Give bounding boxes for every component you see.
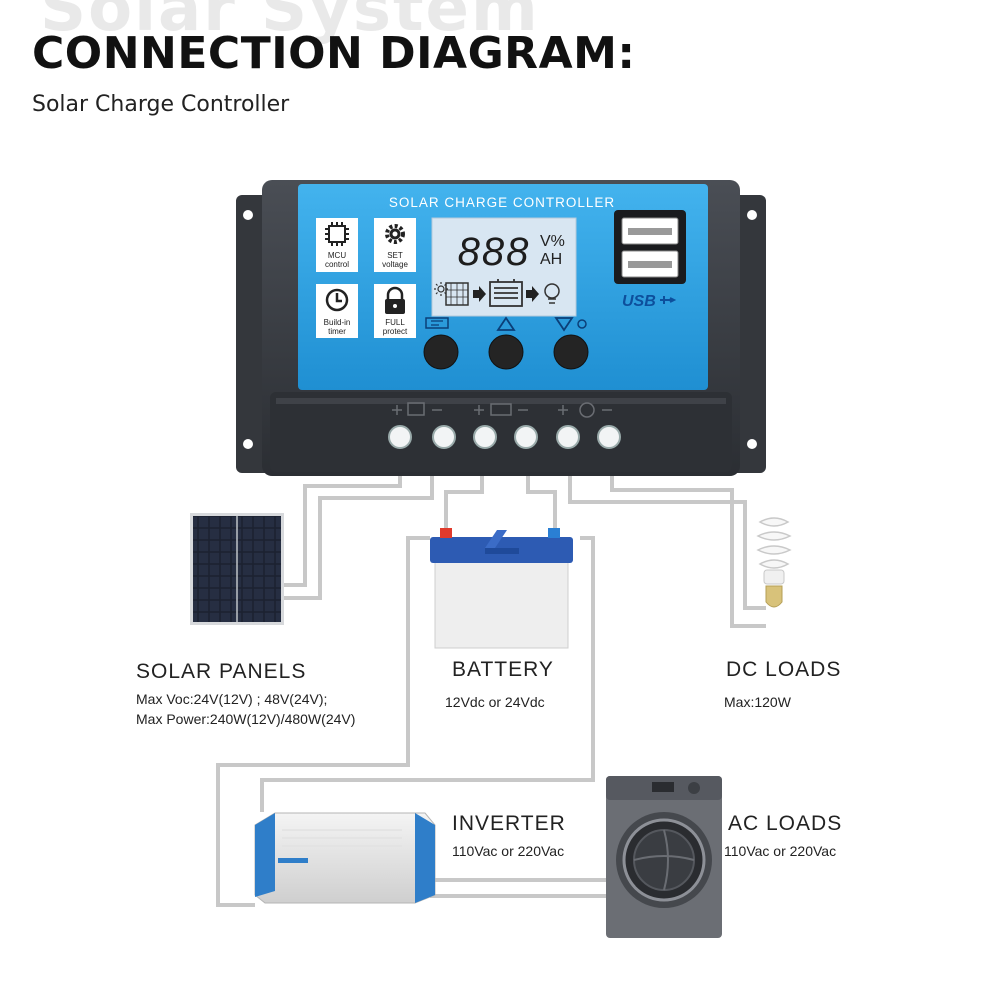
lcd-digits: 888 — [458, 230, 531, 274]
dc-loads-title: DC LOADS — [726, 658, 842, 681]
battery-spec: 12Vdc or 24Vdc — [445, 694, 545, 710]
feature-build-in-timer: Build-in timer — [316, 284, 358, 338]
usb-symbol-icon — [660, 296, 677, 304]
mount-hole — [243, 210, 253, 220]
svg-text:control: control — [325, 260, 349, 269]
svg-text:FULL: FULL — [385, 318, 405, 327]
clock-icon — [325, 288, 349, 312]
controller-title: SOLAR CHARGE CONTROLLER — [389, 195, 615, 210]
wire-battery-negative — [526, 470, 557, 532]
mount-hole — [243, 439, 253, 449]
terminal-block — [270, 392, 732, 472]
lcd-units-top: V% — [540, 233, 565, 250]
arrow-right-icon — [526, 286, 539, 302]
up-button[interactable] — [488, 334, 524, 370]
terminal-solar-positive — [388, 425, 412, 449]
panel-symbol-icon — [407, 402, 425, 416]
lcd-units-bottom: AH — [540, 251, 562, 268]
bulb-small-icon — [577, 319, 587, 329]
lcd-icon-row — [434, 279, 560, 307]
solar-panel-image — [190, 513, 284, 625]
mount-hole — [747, 439, 757, 449]
battery-mini-icon — [489, 281, 523, 307]
feature-set-voltage: SET voltage — [374, 218, 416, 272]
svg-text:protect: protect — [383, 327, 408, 336]
terminal-symbols — [392, 402, 612, 418]
terminal-battery-negative — [514, 425, 538, 449]
ac-loads-spec: 110Vac or 220Vac — [724, 843, 837, 859]
down-button[interactable] — [553, 334, 589, 370]
wire-load-negative — [610, 470, 766, 628]
bulb-symbol-icon — [579, 402, 595, 418]
dc-loads-spec: Max:120W — [724, 694, 791, 710]
terminals — [388, 425, 621, 449]
wire-load-positive — [568, 470, 766, 610]
washing-machine-image — [606, 776, 722, 938]
wires — [216, 470, 766, 907]
battery-symbol-icon — [490, 403, 512, 416]
battery-title: BATTERY — [452, 658, 554, 681]
menu-button[interactable] — [423, 334, 459, 370]
wire-battery-positive — [444, 470, 484, 532]
terminal-solar-negative — [432, 425, 456, 449]
lcd-display — [431, 217, 577, 317]
wire-solar-negative — [284, 470, 434, 600]
plus-icon — [558, 405, 568, 415]
inverter-spec: 110Vac or 220Vac — [452, 843, 565, 859]
terminal-battery-positive — [473, 425, 497, 449]
down-triangle-icon — [554, 317, 574, 332]
wire-solar-positive — [284, 470, 402, 587]
wire-battery-inverter-b — [260, 536, 595, 812]
terminal-load-positive — [556, 425, 580, 449]
plus-icon — [474, 405, 484, 415]
chip-icon — [325, 222, 349, 246]
inverter-image — [254, 812, 436, 904]
watermark-text: Solar System — [40, 0, 540, 46]
usb-label: USB — [622, 293, 656, 310]
svg-text:SET: SET — [387, 251, 403, 260]
svg-text:MCU: MCU — [328, 251, 346, 260]
wire-battery-inverter-a — [216, 536, 430, 907]
page-title: CONNECTION DIAGRAM: — [32, 28, 636, 79]
bulb-image — [756, 517, 792, 608]
feature-full-protect: FULL protect — [374, 284, 416, 338]
svg-text:voltage: voltage — [382, 260, 408, 269]
svg-text:Build-in: Build-in — [324, 318, 351, 327]
ac-loads-title: AC LOADS — [728, 812, 843, 835]
battery-image — [430, 528, 573, 649]
terminal-load-negative — [597, 425, 621, 449]
feature-mcu-control: MCU control — [316, 218, 358, 272]
page-subtitle: Solar Charge Controller — [32, 92, 290, 117]
gear-icon — [385, 224, 405, 244]
svg-text:timer: timer — [328, 327, 346, 336]
solar-panels-spec-line1: Max Voc:24V(12V) ; 48V(24V); — [136, 691, 328, 707]
solar-panels-spec-line2: Max Power:240W(12V)/480W(24V) — [136, 711, 356, 727]
bulb-mini-icon — [544, 283, 560, 304]
sun-icon — [434, 282, 448, 296]
button-labels — [425, 316, 587, 332]
mount-hole — [747, 210, 757, 220]
lock-icon — [385, 286, 405, 314]
solar-panels-title: SOLAR PANELS — [136, 660, 307, 683]
up-triangle-icon — [496, 316, 516, 331]
inverter-title: INVERTER — [452, 812, 566, 835]
plus-icon — [392, 405, 402, 415]
arrow-right-icon — [473, 286, 486, 302]
usb-ports — [614, 210, 686, 284]
menu-icon — [425, 317, 449, 329]
